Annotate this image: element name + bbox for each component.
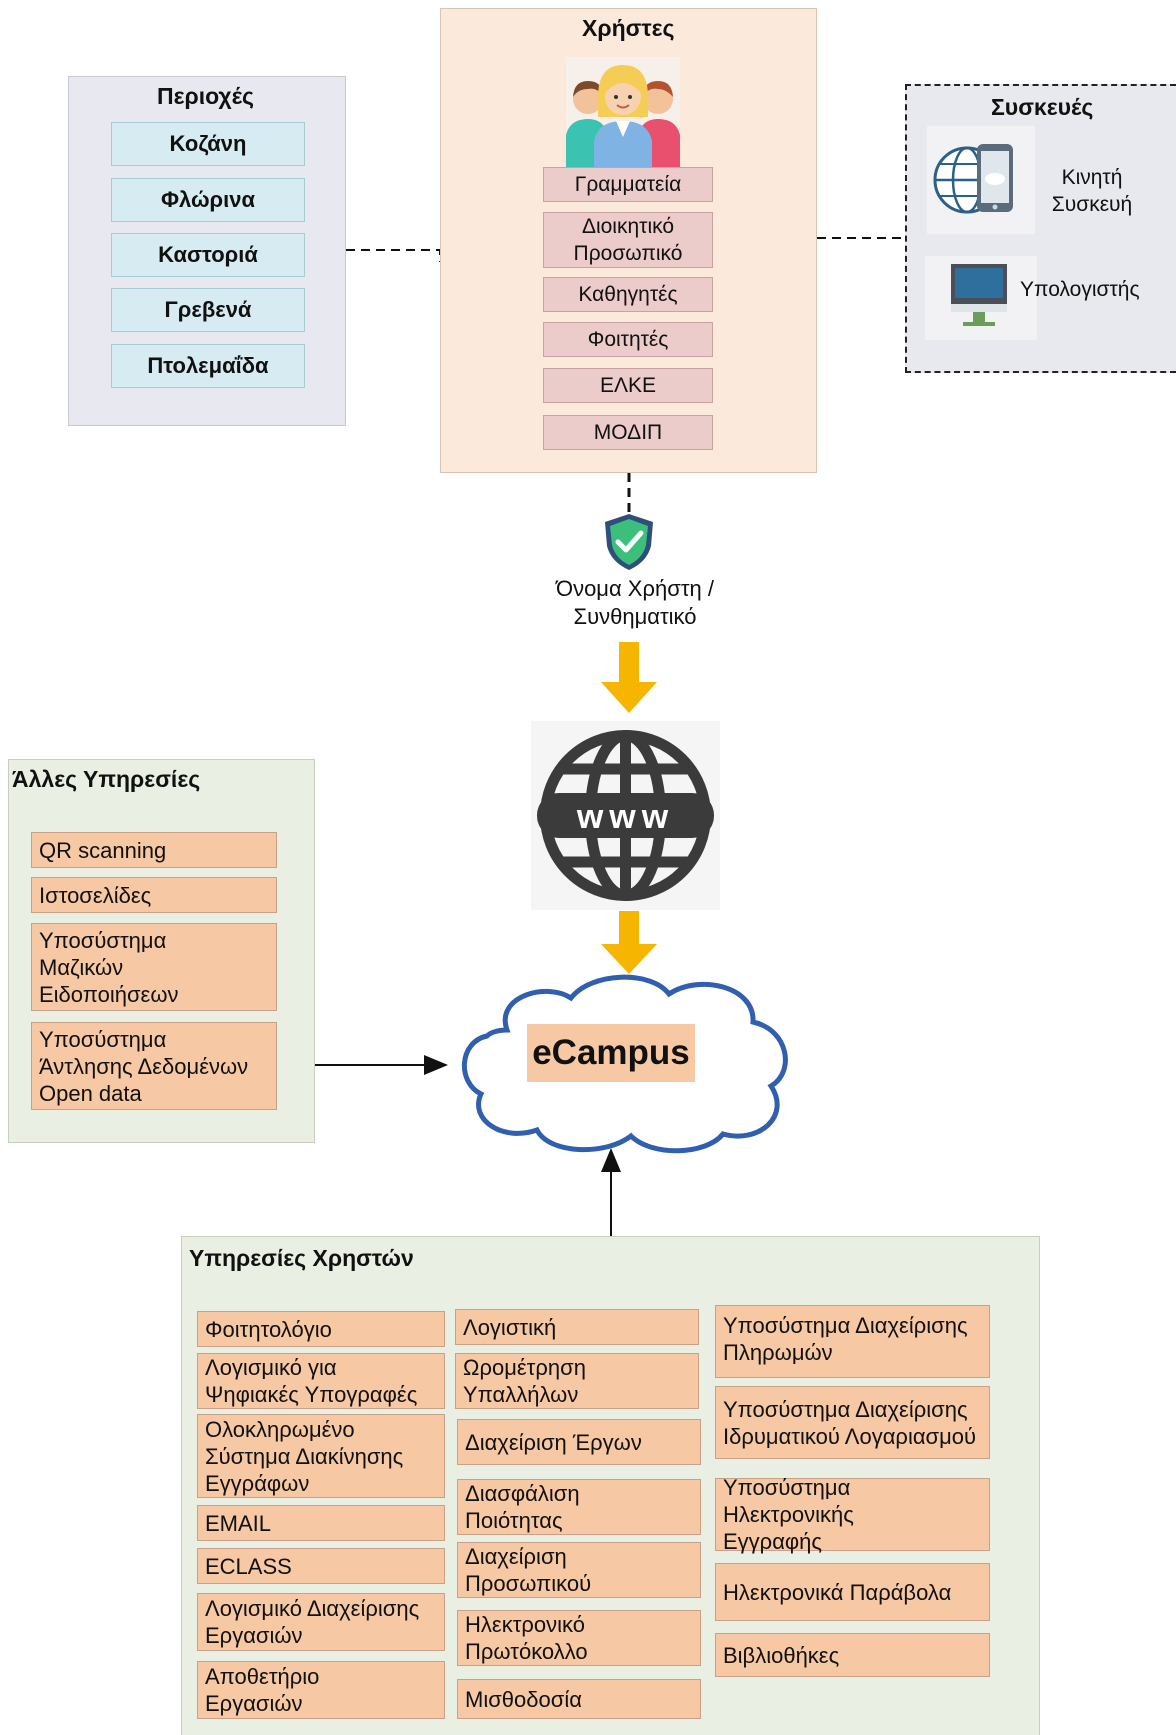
arrow-auth-to-www [601,642,657,713]
user-item: Καθηγητές [543,277,713,312]
region-item: Πτολεμαΐδα [111,344,305,388]
other-services-panel: Άλλες Υπηρεσίες QR scanning Ιστοσελίδες … [8,759,315,1143]
other-service-item: Υποσύστημα Μαζικών Ειδοποιήσεων [31,923,277,1011]
user-item: ΜΟΔΙΠ [543,415,713,450]
user-service-item: Υποσύστημα Διαχείρισης Ιδρυματικού Λογαρ… [715,1386,990,1459]
user-service-item: Ηλεκτρονικά Παράβολα [715,1563,990,1621]
user-service-item: Ωρομέτρηση Υπαλλήλων [455,1353,699,1409]
devices-panel: Συσκευές Κινητή Συσκευή Υπολογιστής [905,84,1176,373]
mobile-device-label: Κινητή Συσκευή [1051,166,1133,216]
devices-title: Συσκευές [991,94,1094,120]
user-service-item: Διαχείριση Προσωπικού [457,1542,701,1598]
www-globe-icon: www [531,721,720,910]
user-service-item: Βιβλιοθήκες [715,1633,990,1677]
other-services-title: Άλλες Υπηρεσίες [12,766,201,792]
users-panel: Χρήστες Γραμματεία Διοικητικό Προσωπικό … [440,8,817,473]
other-service-item: Υποσύστημα Άντλησης Δεδομένων Open data [31,1022,277,1110]
user-service-item: Διαχείριση Έργων [457,1419,701,1465]
user-service-item: Μισθοδοσία [457,1679,701,1719]
regions-title: Περιοχές [157,83,254,109]
computer-icon [925,256,1037,340]
user-item: Φοιτητές [543,322,713,357]
ecampus-label: eCampus [527,1024,695,1082]
user-service-item: Φοιτητολόγιο [197,1311,445,1347]
region-item: Γρεβενά [111,288,305,332]
mobile-device-icon [927,126,1035,234]
other-service-item: QR scanning [31,832,277,868]
user-service-item: Ολοκληρωμένο Σύστημα Διακίνησης Εγγράφων [197,1414,445,1498]
user-service-item: ECLASS [197,1548,445,1584]
user-service-item: Διασφάλιση Ποιότητας [457,1479,701,1535]
regions-panel: Περιοχές Κοζάνη Φλώρινα Καστοριά Γρεβενά… [68,76,346,426]
user-item: Γραμματεία [543,167,713,202]
user-service-item: Λογιστική [455,1309,699,1345]
shield-check-icon [603,512,655,572]
user-services-title: Υπηρεσίες Χρηστών [189,1245,414,1271]
user-services-panel: Υπηρεσίες Χρηστών Φοιτητολόγιο Λογισμικό… [181,1236,1040,1735]
region-item: Καστοριά [111,233,305,277]
user-service-item: Λογισμικό Διαχείρισης Εργασιών [197,1593,445,1651]
region-item: Φλώρινα [111,178,305,222]
user-service-item: Υποσύστημα Διαχείρισης Πληρωμών [715,1305,990,1378]
region-item: Κοζάνη [111,122,305,166]
user-service-item: Αποθετήριο Εργασιών [197,1661,445,1719]
user-item: ΕΛΚΕ [543,368,713,403]
user-service-item: Υποσύστημα Ηλεκτρονικής Εγγραφής [715,1475,990,1554]
regions-users-connector [346,249,441,262]
ecampus-cloud: eCampus [455,968,795,1154]
computer-label: Υπολογιστής [1020,278,1140,301]
user-service-item: Ηλεκτρονικό Πρωτόκολλο [457,1610,701,1666]
arrow-www-to-ecampus [601,911,657,974]
other-service-item: Ιστοσελίδες [31,877,277,913]
user-service-item: Λογισμικό για Ψηφιακές Υπογραφές [197,1353,445,1409]
users-group-icon [566,57,680,167]
users-title: Χρήστες [582,15,675,41]
www-text: www [576,798,674,836]
user-item: Διοικητικό Προσωπικό [543,212,713,268]
auth-label: Όνομα Χρήστη / Συνθηματικό [556,576,714,629]
user-service-item: EMAIL [197,1505,445,1541]
